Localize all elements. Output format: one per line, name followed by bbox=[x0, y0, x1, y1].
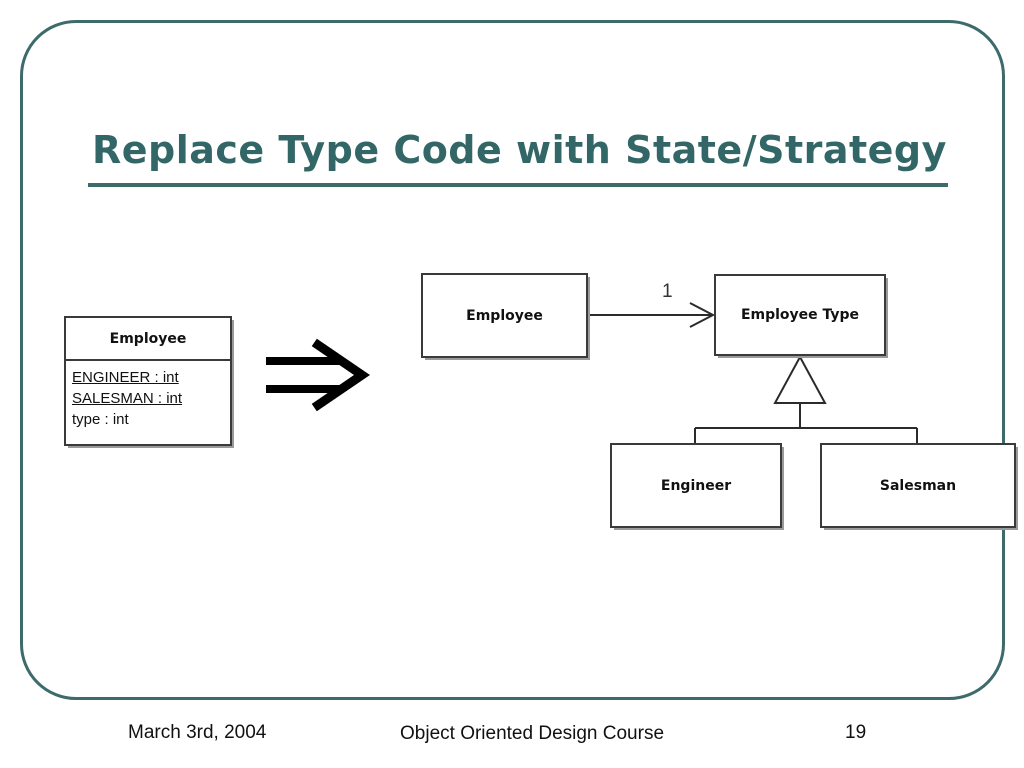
uml-class-employee-type: Employee Type bbox=[714, 274, 886, 356]
uml-class-name: Employee bbox=[109, 330, 187, 347]
page-title: Replace Type Code with State/Strategy bbox=[92, 128, 947, 172]
footer-date: March 3rd, 2004 bbox=[128, 722, 267, 743]
footer-course-title: Object Oriented Design Course bbox=[400, 723, 665, 744]
uml-attribute-list: ENGINEER : int SALESMAN : int type : int bbox=[66, 361, 230, 430]
uml-class-name: Employee Type bbox=[740, 307, 860, 323]
uml-attribute-type: type : int bbox=[72, 411, 129, 428]
uml-class-employee-after: Employee bbox=[421, 273, 588, 358]
footer-page-number: 19 bbox=[845, 722, 867, 743]
uml-attribute-salesman: SALESMAN : int bbox=[72, 390, 183, 407]
uml-class-engineer: Engineer bbox=[610, 443, 782, 528]
uml-class-employee-before: Employee ENGINEER : int SALESMAN : int t… bbox=[64, 316, 232, 446]
uml-class-name: Engineer bbox=[660, 477, 732, 494]
association-multiplicity-label: 1 bbox=[662, 281, 673, 302]
uml-class-salesman: Salesman bbox=[820, 443, 1016, 528]
uml-class-name: Salesman bbox=[879, 477, 957, 494]
uml-attribute-engineer: ENGINEER : int bbox=[72, 369, 179, 386]
uml-class-name: Employee bbox=[466, 307, 543, 324]
uml-class-header: Employee bbox=[66, 318, 230, 361]
title-underline-rule bbox=[88, 183, 948, 187]
